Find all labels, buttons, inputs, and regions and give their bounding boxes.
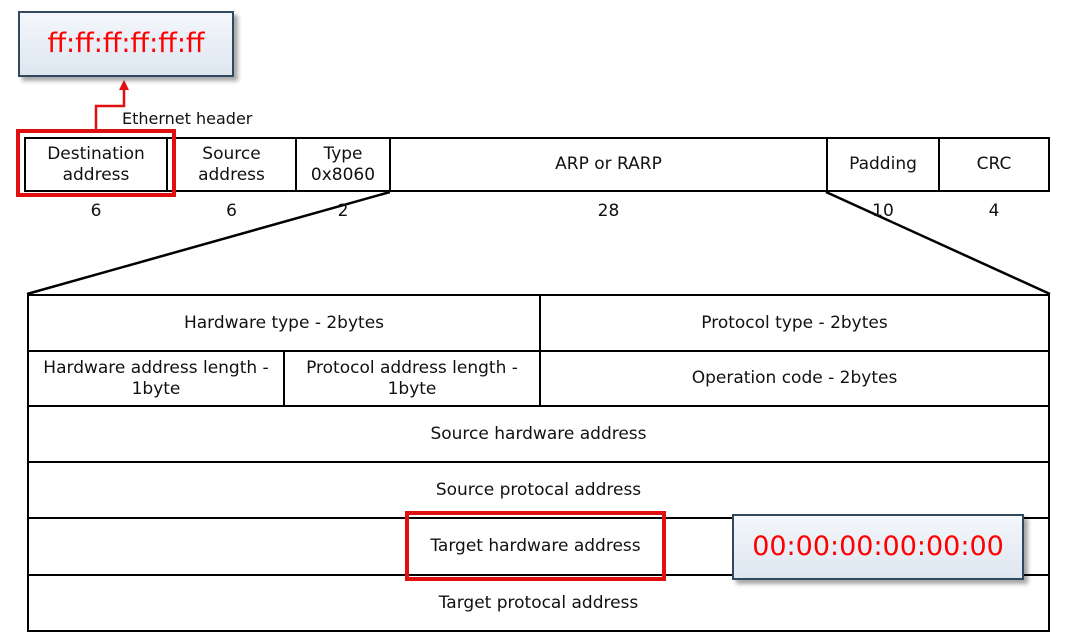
arp-target-proto-addr: Target protocal address xyxy=(27,574,1050,632)
length-type: 2 xyxy=(337,200,349,221)
frame-field-crc: CRC xyxy=(938,137,1050,192)
arp-protocol-type: Protocol type - 2bytes xyxy=(539,294,1050,352)
ethernet-header-label: Ethernet header xyxy=(122,109,253,129)
frame-field-destination: Destination address xyxy=(24,137,168,192)
frame-field-padding: Padding xyxy=(826,137,940,192)
arp-hardware-type: Hardware type - 2bytes xyxy=(27,294,541,352)
dest-mac-value: ff:ff:ff:ff:ff:ff xyxy=(47,27,205,59)
length-source: 6 xyxy=(226,200,237,221)
length-padding: 10 xyxy=(872,200,894,221)
arp-source-proto-addr: Source protocal address xyxy=(27,461,1050,519)
arp-target-hw-addr: Target hardware address xyxy=(430,535,641,556)
frame-field-type: Type 0x8060 xyxy=(295,137,391,192)
dest-arrow xyxy=(94,80,129,129)
frame-field-arp: ARP or RARP xyxy=(389,137,828,192)
target-mac-callout: 00:00:00:00:00:00 xyxy=(732,514,1024,580)
frame-field-source: Source address xyxy=(166,137,297,192)
target-mac-value: 00:00:00:00:00:00 xyxy=(752,530,1004,562)
expand-line-left xyxy=(26,190,391,296)
arp-source-hw-addr: Source hardware address xyxy=(27,405,1050,463)
arp-hw-addr-length: Hardware address length - 1byte xyxy=(27,350,285,407)
length-destination: 6 xyxy=(90,200,102,221)
arp-proto-addr-length: Protocol address length - 1byte xyxy=(283,350,541,407)
target-hw-highlight: Target hardware address xyxy=(405,511,666,581)
dest-mac-callout: ff:ff:ff:ff:ff:ff xyxy=(18,11,234,77)
expand-line-right xyxy=(825,190,1051,296)
length-arp: 28 xyxy=(597,200,620,221)
arp-operation-code: Operation code - 2bytes xyxy=(539,350,1050,407)
length-crc: 4 xyxy=(988,200,1000,221)
dest-highlight xyxy=(16,129,176,197)
